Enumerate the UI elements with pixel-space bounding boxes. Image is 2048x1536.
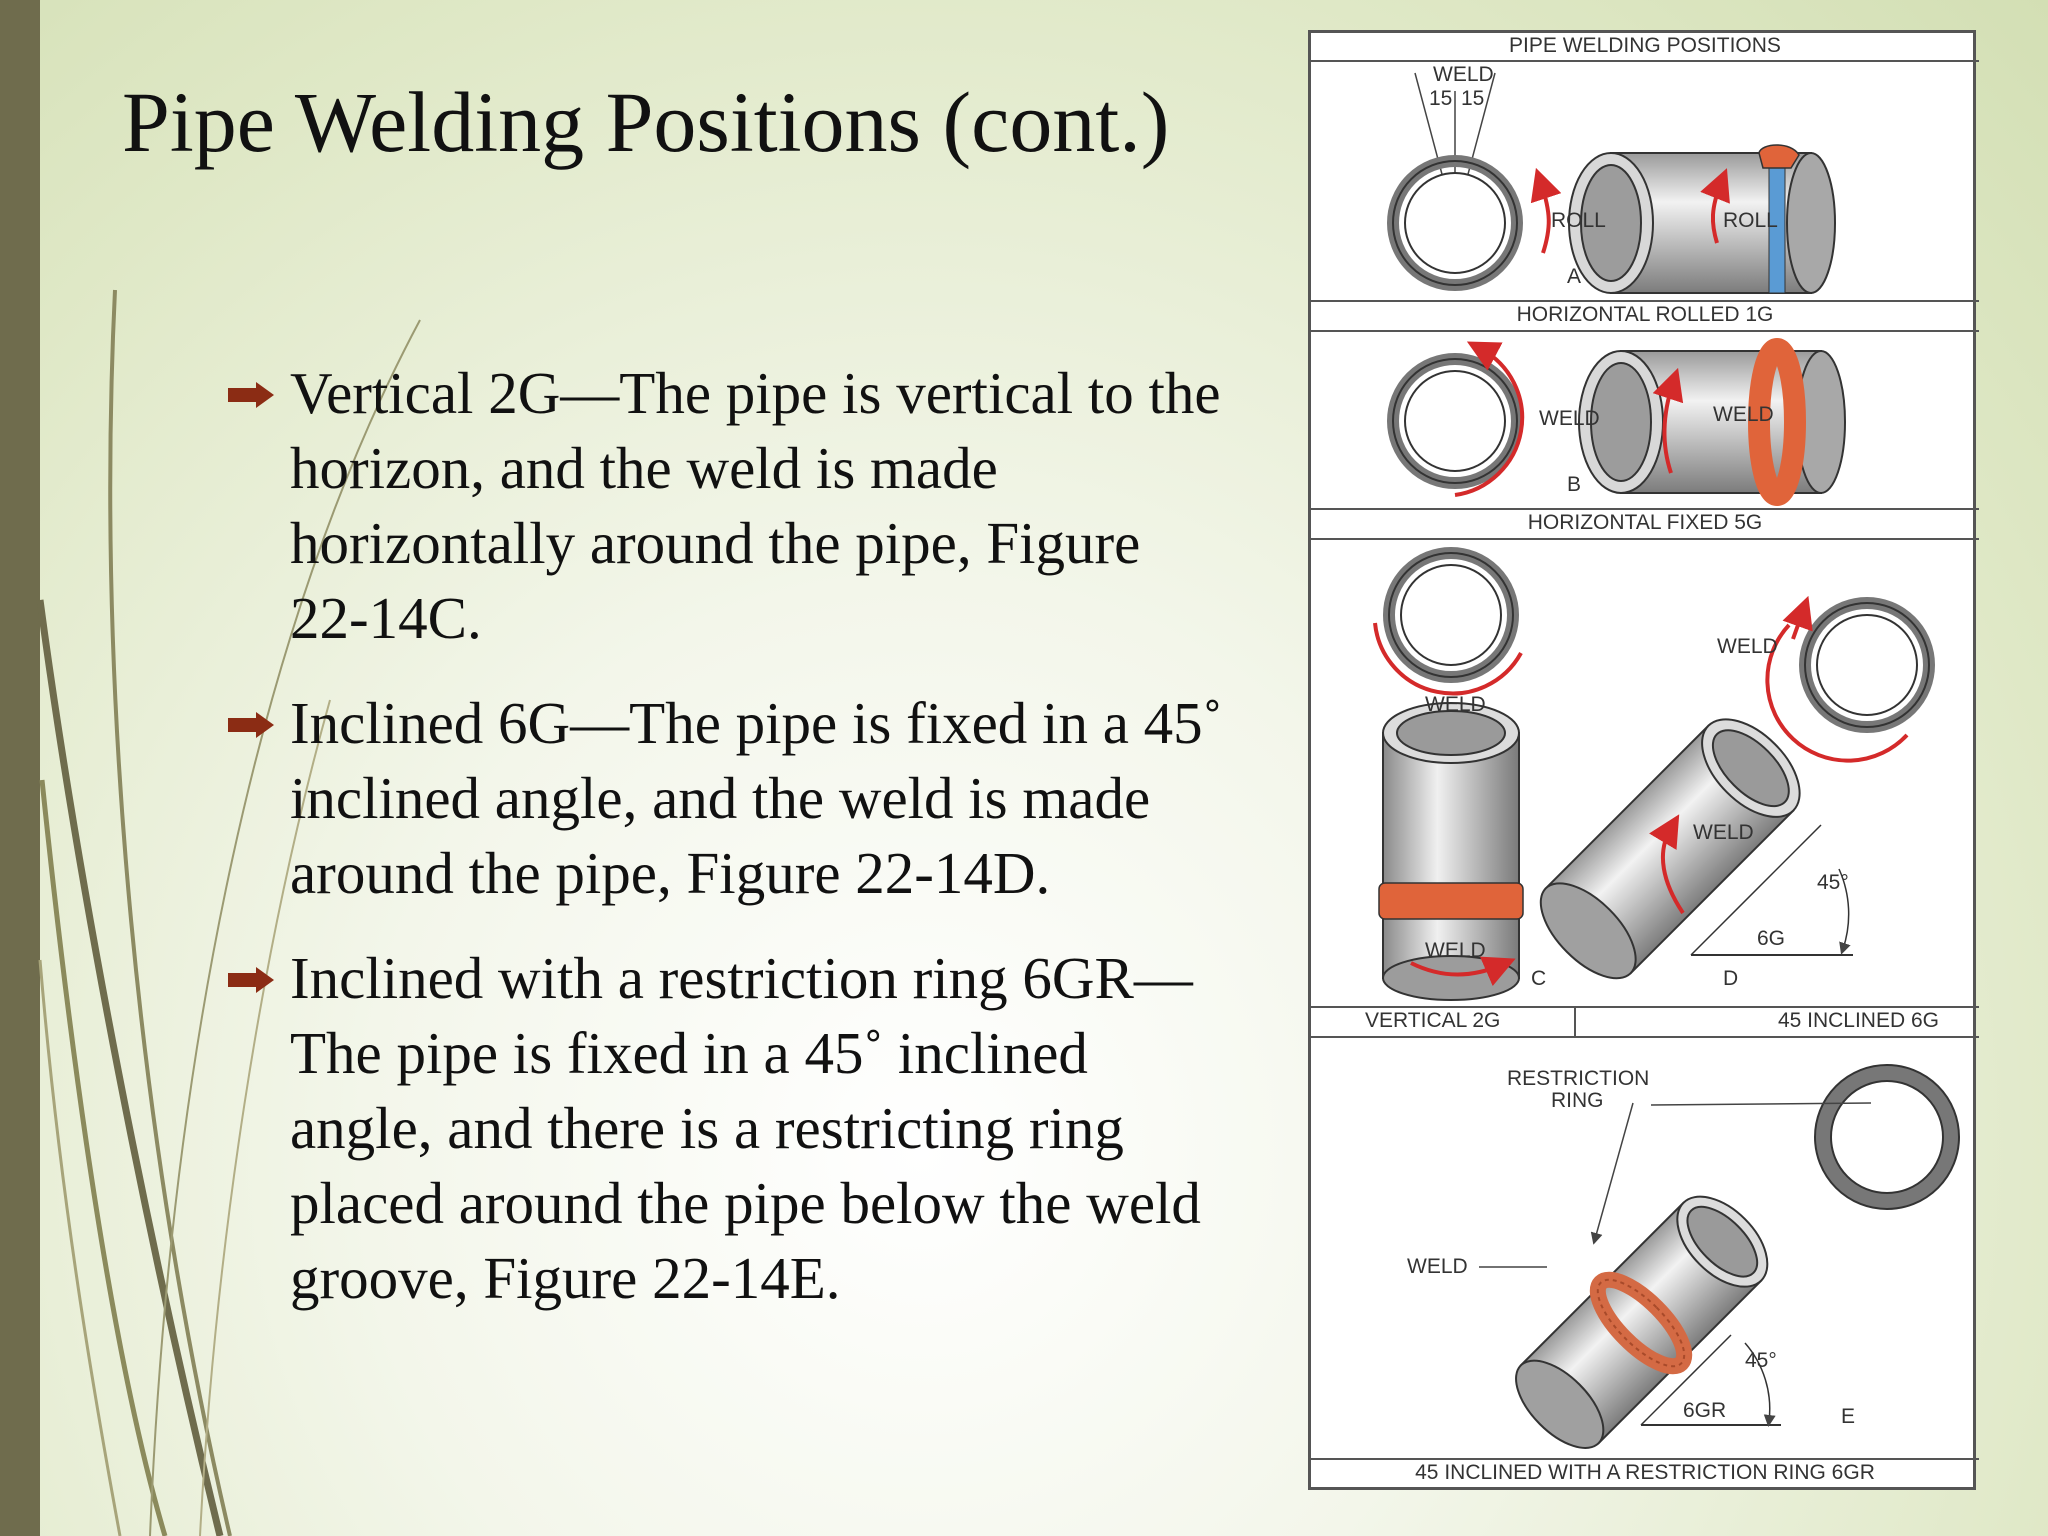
position-label: 6G bbox=[1757, 927, 1786, 950]
angle-label: 45° bbox=[1817, 871, 1849, 894]
restriction-ring-label: RESTRICTION bbox=[1507, 1067, 1650, 1090]
bullet-item: Vertical 2G—The pipe is vertical to the … bbox=[228, 356, 1228, 656]
bullet-text: Inclined with a restriction ring 6GR—The… bbox=[290, 945, 1201, 1311]
weld-label: WELD bbox=[1407, 1255, 1468, 1278]
panel-letter: D bbox=[1723, 967, 1739, 990]
weld-label: WELD bbox=[1433, 63, 1494, 86]
angle-label: 45° bbox=[1745, 1349, 1777, 1372]
bullet-item: Inclined with a restriction ring 6GR—The… bbox=[228, 941, 1228, 1316]
weld-label: WELD bbox=[1717, 635, 1778, 658]
panel-caption: VERTICAL 2G bbox=[1365, 1009, 1501, 1032]
panel-letter: B bbox=[1567, 473, 1582, 496]
bullet-list: Vertical 2G—The pipe is vertical to the … bbox=[228, 356, 1228, 1346]
panel-a-drawing bbox=[1387, 72, 1836, 294]
page-title: Pipe Welding Positions (cont.) bbox=[122, 74, 1170, 170]
weld-label: WELD bbox=[1539, 407, 1600, 430]
panel-letter: C bbox=[1531, 967, 1547, 990]
angle-label: 15 bbox=[1429, 87, 1453, 110]
panel-b-drawing bbox=[1387, 338, 1846, 506]
left-accent-bar bbox=[0, 0, 40, 1536]
restriction-ring-label: RING bbox=[1551, 1089, 1604, 1112]
weld-label: WELD bbox=[1713, 403, 1774, 426]
decorative-grass-lines bbox=[36, 289, 421, 1536]
panel-caption: HORIZONTAL ROLLED 1G bbox=[1516, 303, 1774, 326]
bullet-text: Inclined 6G—The pipe is fixed in a 45˚ i… bbox=[290, 690, 1223, 906]
panel-caption: 45 INCLINED 6G bbox=[1777, 1009, 1939, 1032]
panel-caption: HORIZONTAL FIXED 5G bbox=[1527, 511, 1763, 534]
figure-illustration bbox=[1311, 60, 1979, 1460]
panel-caption: 45 INCLINED WITH A RESTRICTION RING 6GR bbox=[1415, 1461, 1875, 1484]
weld-label: WELD bbox=[1425, 939, 1486, 962]
panel-letter: A bbox=[1567, 265, 1582, 288]
arrow-bullet-icon bbox=[228, 712, 274, 738]
position-label: 6GR bbox=[1683, 1399, 1727, 1422]
bullet-text: Vertical 2G—The pipe is vertical to the … bbox=[290, 360, 1221, 651]
angle-label: 15 bbox=[1461, 87, 1485, 110]
panel-letter: E bbox=[1841, 1405, 1856, 1428]
figure-header: PIPE WELDING POSITIONS bbox=[1509, 34, 1781, 57]
panel-d-drawing bbox=[1539, 595, 1935, 980]
roll-label: ROLL bbox=[1551, 209, 1606, 232]
weld-label: WELD bbox=[1693, 821, 1754, 844]
weld-label: WELD bbox=[1425, 693, 1486, 716]
roll-label: ROLL bbox=[1723, 209, 1778, 232]
bullet-item: Inclined 6G—The pipe is fixed in a 45˚ i… bbox=[228, 686, 1228, 911]
pipe-welding-positions-figure: PIPE WELDING POSITIONS WELD 15 15 ROLL R… bbox=[1308, 30, 1979, 1490]
panel-e-drawing bbox=[1479, 1064, 1960, 1449]
arrow-bullet-icon bbox=[228, 967, 274, 993]
arrow-bullet-icon bbox=[228, 382, 274, 408]
panel-c-drawing bbox=[1373, 547, 1524, 1001]
